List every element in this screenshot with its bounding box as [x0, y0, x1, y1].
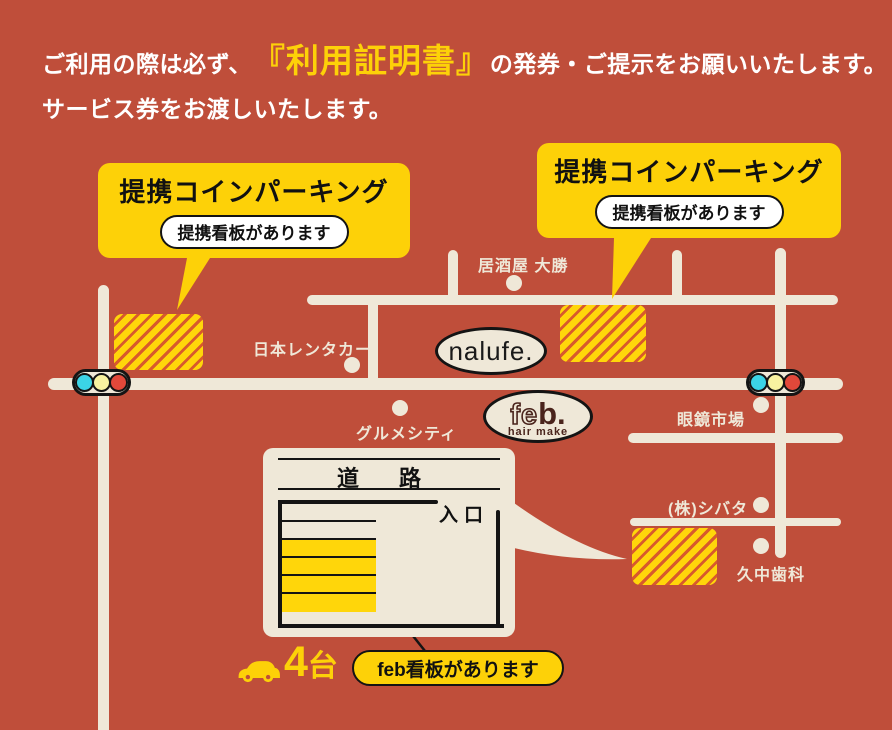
parking-stall-feb — [282, 558, 376, 576]
nalufe-logo-text: nalufe. — [448, 335, 534, 366]
traffic-light-red-icon — [783, 373, 802, 392]
road-lower-horizontal-2 — [630, 518, 841, 526]
capacity-unit: 台 — [307, 650, 338, 683]
dot-shibata — [753, 497, 769, 513]
feb-logo-outline-letters: fe — [510, 398, 539, 431]
diagram-road-line-bottom — [278, 488, 500, 490]
callout-right-tail — [612, 238, 651, 299]
header-line1-highlight: 『利用証明書』 — [251, 42, 490, 79]
parking-stalls — [282, 504, 376, 612]
parking-stall-feb — [282, 594, 376, 612]
callout-right-badge: 提携看板があります — [594, 195, 784, 229]
entrance-label: 入口 — [439, 505, 490, 526]
nalufe-logo: nalufe. — [435, 327, 547, 375]
lot-outline-right — [496, 510, 500, 628]
road-main-horizontal — [48, 378, 843, 390]
parking-stall-feb — [282, 576, 376, 594]
road-upper-horizontal — [307, 295, 838, 305]
car-icon — [238, 661, 280, 683]
callout-left-tail — [177, 258, 210, 310]
label-rentacar: 日本レンタカー — [253, 342, 373, 359]
label-gourmet: グルメシティ — [356, 426, 458, 443]
dot-dental — [753, 538, 769, 554]
callout-partner-parking-left: 提携コインパーキング 提携看板があります — [98, 163, 410, 258]
road-connector-vertical — [368, 297, 378, 383]
traffic-light-icon-right — [746, 369, 805, 396]
lot-outline-bottom — [278, 624, 504, 628]
road-right-vertical — [775, 248, 786, 558]
feb-logo-solid-letters: b. — [538, 395, 566, 431]
traffic-light-icon-left — [72, 369, 131, 396]
road-stub-izakaya — [448, 250, 458, 300]
feb-signboard-note: feb看板があります — [352, 650, 564, 686]
feb-logo-subtext: hair make — [507, 425, 569, 438]
header-notice: ご利用の際は必ず、『利用証明書』の発券・ご提示をお願いいたします。 サービス券を… — [42, 34, 887, 124]
partner-parking-area-right — [560, 305, 646, 362]
header-line1-prefix: ご利用の際は必ず、 — [42, 51, 252, 77]
label-megane: 眼鏡市場 — [677, 412, 746, 429]
dot-izakaya — [506, 275, 522, 291]
header-line1-suffix: の発券・ご提示をお願いいたします。 — [489, 51, 888, 77]
header-line1: ご利用の際は必ず、『利用証明書』の発券・ご提示をお願いいたします。 — [42, 34, 887, 82]
callout-left-title: 提携コインパーキング — [119, 177, 389, 207]
label-dental: 久中歯科 — [737, 567, 806, 584]
diagram-road-label: 道路 — [336, 466, 461, 491]
header-line2: サービス券をお渡しいたします。 — [42, 96, 393, 122]
road-lower-horizontal-1 — [628, 433, 843, 443]
lot-outline-left — [278, 500, 282, 628]
dot-rentacar — [344, 357, 360, 373]
road-stub-upper-right — [672, 250, 682, 300]
traffic-light-red-icon — [109, 373, 128, 392]
callout-left-badge: 提携看板があります — [159, 215, 349, 249]
callout-partner-parking-right: 提携コインパーキング 提携看板があります — [537, 143, 841, 238]
capacity-number: 4 — [284, 638, 308, 686]
callout-right-title: 提携コインパーキング — [554, 157, 824, 187]
parking-stall — [282, 522, 376, 540]
parking-stall — [282, 504, 376, 522]
capacity-text: 4台 — [284, 641, 338, 685]
lot-outline-top — [278, 500, 438, 504]
partner-parking-area-left — [114, 314, 203, 370]
label-izakaya: 居酒屋 大勝 — [478, 258, 569, 275]
diagram-road-line-top — [278, 458, 500, 460]
dot-gourmet — [392, 400, 408, 416]
parking-stall-feb — [282, 540, 376, 558]
road-left-vertical — [98, 285, 109, 730]
feb-parking-area — [632, 528, 717, 585]
parking-lot-diagram: 道路 入口 — [263, 448, 515, 637]
dot-megane — [753, 397, 769, 413]
diagram-pointer-swoosh — [514, 503, 627, 560]
label-shibata: (株)シバタ — [668, 501, 749, 518]
